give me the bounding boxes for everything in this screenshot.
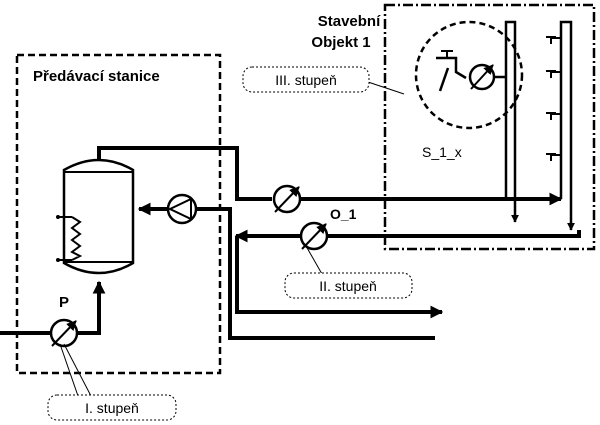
- flow-meter-s1x-icon: [468, 63, 506, 91]
- stage1-callout: I. stupeň: [47, 343, 177, 421]
- circulation-return-pipe: [328, 230, 581, 238]
- tap-outlet-icons: [546, 36, 561, 161]
- building-title-line2: Objekt 1: [311, 34, 370, 51]
- flow-meter-o1-icon: [299, 221, 329, 251]
- hot-water-tank: [56, 158, 135, 275]
- meter-p-label: P: [59, 294, 69, 311]
- station-boundary: [15, 53, 222, 375]
- building-risers: [504, 20, 576, 231]
- stage1-label: I. stupeň: [85, 400, 139, 416]
- supply-meter-icon: [272, 184, 302, 214]
- meter-s1x-label: S_1_x: [422, 144, 462, 160]
- tap-icon: [436, 50, 467, 92]
- stage2-callout: II. stupeň: [284, 245, 413, 299]
- supply-pipe: [97, 146, 272, 201]
- heating-coil-icon: [56, 215, 83, 262]
- outgoing-pipe-lower: [228, 236, 435, 340]
- stage3-callout: III. stupeň: [242, 66, 405, 95]
- station-title: Předávací stanice: [33, 68, 160, 85]
- flow-meter-p-icon: [49, 318, 79, 348]
- stage2-label: II. stupeň: [319, 278, 377, 294]
- cold-water-inlet: [0, 280, 106, 335]
- stage3-label: III. stupeň: [275, 72, 336, 88]
- meter-o1-label: O_1: [330, 206, 357, 222]
- detail-circle: [414, 20, 524, 130]
- circulation-pump-icon: [166, 193, 198, 225]
- building-boundary: [383, 3, 596, 251]
- outgoing-pipe-upper: [235, 236, 444, 319]
- building-title-line1: Stavební: [318, 13, 381, 30]
